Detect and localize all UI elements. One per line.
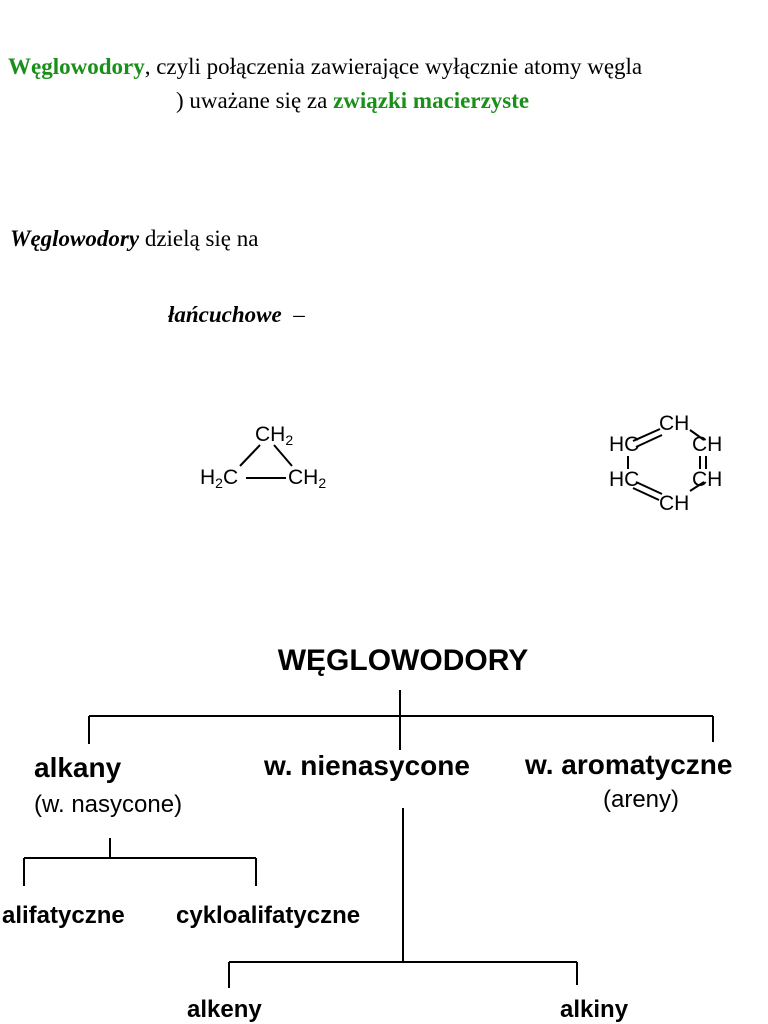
- leaf-alkeny: alkeny: [187, 996, 262, 1023]
- intro-line-1: Węglowodory, czyli połączenia zawierając…: [8, 54, 642, 80]
- cyclopropane-right-sub: 2: [318, 475, 327, 491]
- benzene-double-5b: [632, 487, 660, 501]
- intro-line1-text: , czyli połączenia zawierające wyłącznie…: [144, 54, 643, 79]
- tree-root-title: WĘGLOWODORY: [277, 644, 529, 677]
- division-text: dzielą się na: [139, 226, 259, 251]
- leaf-alifatyczne: alifatyczne: [2, 902, 125, 929]
- chain-dash: –: [293, 302, 305, 327]
- cyclopropane-top-group: CH2: [255, 423, 293, 447]
- leaf-cykloalifatyczne: cykloalifatyczne: [176, 902, 361, 929]
- benzene-double-5a: [635, 481, 663, 495]
- cyclopropane-bond-right: [273, 444, 293, 467]
- category-alkany: alkany: [34, 752, 122, 783]
- intro-highlight: związki macierzyste: [333, 88, 530, 113]
- benzene-upper-left: HC: [609, 433, 640, 456]
- benzene-double-1a: [632, 428, 661, 442]
- cyclopropane-top-sub: 2: [285, 432, 294, 448]
- chain-term: łańcuchowe: [168, 302, 282, 327]
- category-alkany-subtitle: (w. nasycone): [34, 791, 183, 818]
- cyclopropane-bond-left: [239, 444, 261, 467]
- cyclopropane-left-text: H: [200, 466, 216, 489]
- cyclopropane-bonds: [239, 444, 293, 479]
- tree-connectors: [23, 690, 714, 988]
- chain-line: łańcuchowe –: [168, 302, 305, 328]
- division-sentence: Węglowodory dzielą się na: [10, 226, 258, 252]
- cyclopropane-right-group: CH2: [288, 466, 326, 490]
- cyclopropane-top-text: CH: [255, 423, 286, 446]
- benzene-top: CH: [659, 412, 690, 435]
- benzene-lower-left: HC: [609, 468, 640, 491]
- benzene-lower-right: CH: [692, 468, 723, 491]
- cyclopropane-left-end: C: [222, 466, 239, 489]
- cyclopropane-right-text: CH: [288, 466, 319, 489]
- division-term: Węglowodory: [10, 226, 140, 251]
- category-aromatyczne: w. aromatyczne: [525, 749, 733, 780]
- intro-line2-text: ) uważane się za: [176, 88, 334, 113]
- benzene-bottom: CH: [659, 492, 690, 515]
- category-nienasycone: w. nienasycone: [264, 750, 470, 781]
- benzene-upper-right: CH: [692, 433, 723, 456]
- category-aromatyczne-subtitle: (areny): [603, 786, 680, 813]
- benzene-double-1b: [635, 434, 663, 448]
- intro-term: Węglowodory: [8, 54, 145, 79]
- cyclopropane-left-group: H2C: [200, 466, 238, 490]
- benzene-bond-4: [689, 481, 705, 492]
- intro-line-2: ) uważane się za związki macierzyste: [176, 88, 529, 114]
- benzene-bond-2: [689, 429, 705, 441]
- benzene-bonds: [627, 428, 707, 501]
- leaf-alkiny: alkiny: [560, 996, 629, 1023]
- cyclopropane-left-sub: 2: [215, 475, 223, 491]
